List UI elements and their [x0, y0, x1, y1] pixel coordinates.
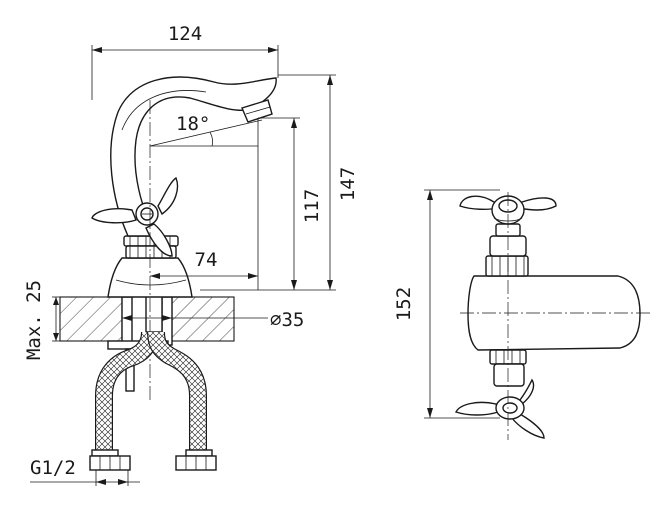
side-view: 124 18° 117 147 [23, 23, 359, 486]
dim-117-label: 117 [301, 189, 323, 223]
dim-angle: 18° [149, 113, 263, 147]
dim-117: 117 [257, 117, 323, 290]
aerator [241, 99, 273, 123]
dim-74-label: 74 [195, 249, 218, 271]
dim-max25-label: Max. 25 [23, 280, 45, 360]
dim-thread: G1/2 [30, 457, 140, 486]
dim-124-label: 124 [168, 23, 202, 45]
countertop [59, 296, 235, 342]
top-view: 152 [393, 189, 650, 440]
hose-nut-right [175, 449, 217, 471]
dim-124: 124 [91, 23, 279, 100]
dim-74: 74 [150, 249, 258, 279]
lower-handle-stem [489, 349, 527, 387]
dim-max25: Max. 25 [23, 280, 60, 360]
flexible-hoses [95, 331, 207, 450]
dim-angle-label: 18° [176, 113, 210, 135]
dim-147: 147 [200, 74, 359, 291]
dim-152: 152 [393, 189, 500, 419]
dim-thread-label: G1/2 [30, 457, 76, 479]
dim-147-label: 147 [337, 167, 359, 201]
lower-cross-handle [455, 378, 545, 439]
dim-hole: ∅35 [122, 309, 304, 331]
dim-152-label: 152 [393, 287, 415, 321]
dim-hole-label: ∅35 [270, 309, 304, 331]
cross-handle [91, 176, 179, 257]
upper-handle-stem [485, 223, 529, 277]
hose-nut-left [89, 449, 131, 471]
